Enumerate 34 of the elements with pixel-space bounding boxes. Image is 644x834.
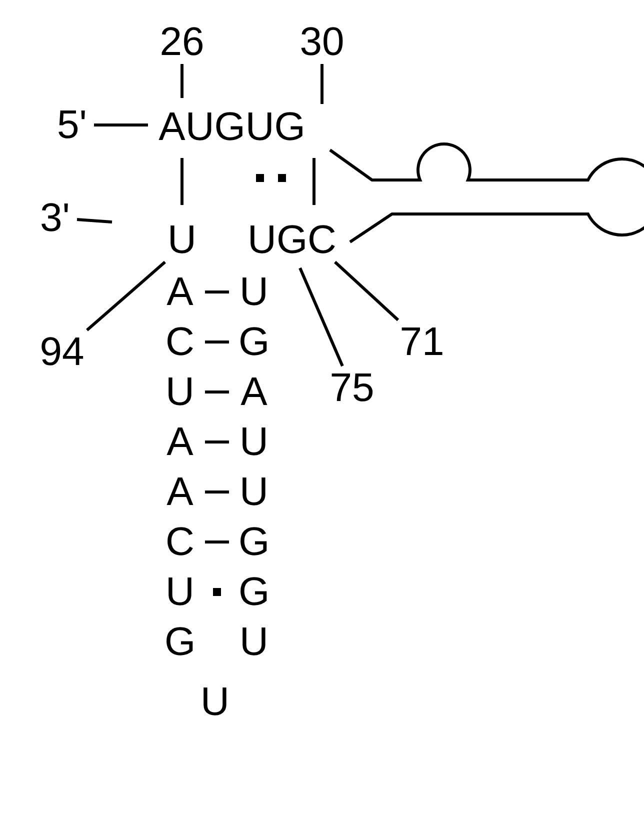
leader-line xyxy=(76,218,112,224)
nucleotide-letter: U xyxy=(166,572,194,612)
nucleotide-letter: A xyxy=(240,372,268,412)
nucleotide-letter: U xyxy=(240,622,268,662)
nucleotide-letter: U xyxy=(240,272,268,312)
nucleotide-letter: C xyxy=(166,322,194,362)
nucleotide-letter: U xyxy=(240,422,268,462)
position-number: 5' xyxy=(50,103,94,147)
nucleotide-letter: G xyxy=(238,572,270,612)
nucleotide-letter: U xyxy=(240,472,268,512)
nucleotide-letter: U xyxy=(168,220,196,260)
nucleotide-letter: A xyxy=(166,422,194,462)
nucleotide-letter: U xyxy=(166,372,194,412)
nucleotide-letter: A xyxy=(166,472,194,512)
leader-line xyxy=(334,260,400,322)
leader-line xyxy=(180,64,184,98)
leader-line xyxy=(86,260,166,332)
position-number: 94 xyxy=(37,330,87,374)
leader-line xyxy=(320,64,324,104)
leader-line xyxy=(94,124,148,126)
position-number: 3' xyxy=(33,196,77,240)
nucleotide-letter: C xyxy=(166,522,194,562)
position-number: 71 xyxy=(397,320,447,364)
leader-line xyxy=(298,267,344,367)
nucleotide-letter: UGC xyxy=(248,220,336,260)
nucleotide-letter: G xyxy=(238,322,270,362)
position-number: 26 xyxy=(157,20,207,64)
position-number: 30 xyxy=(297,20,347,64)
nucleotide-letter: G xyxy=(164,622,196,662)
nucleotide-letter: A xyxy=(166,272,194,312)
nucleotide-letter: U xyxy=(200,682,230,722)
position-number: 75 xyxy=(327,366,377,410)
nucleotide-letter: AUGUG xyxy=(158,107,306,147)
nucleotide-letter: G xyxy=(238,522,270,562)
